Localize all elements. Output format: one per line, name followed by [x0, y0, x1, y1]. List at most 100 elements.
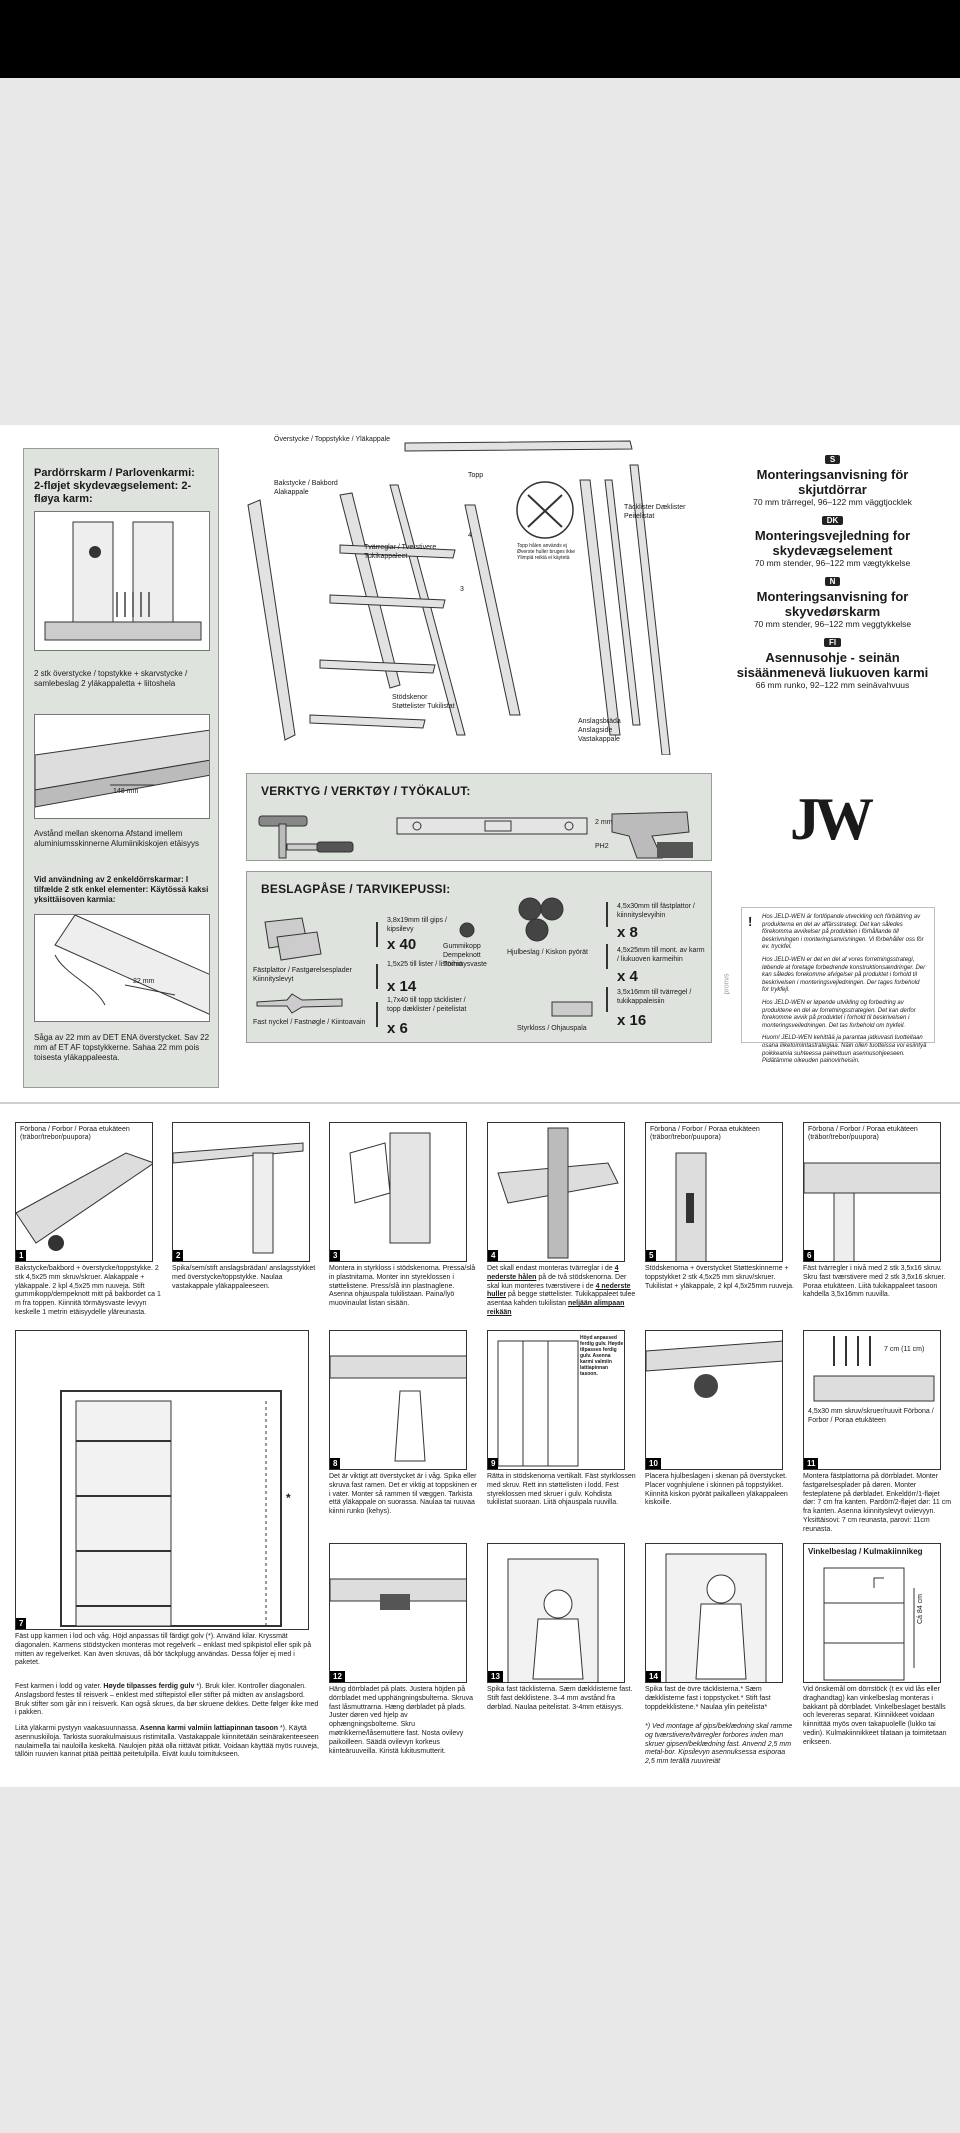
title-dk-heading: Monteringsvejledning for skydevægselemen…	[754, 528, 911, 558]
saw-cut-drawing	[54, 915, 209, 1015]
title-no: N Monteringsanvisning for skyvedørskarm …	[725, 571, 940, 630]
wrench-icon	[256, 993, 343, 1014]
guide-block-icon	[551, 1001, 593, 1017]
step-13-caption: Spika fast täcklisterna. Sæm dækklistern…	[487, 1686, 633, 1711]
step-8-caption: Det är viktigt att överstycket är i våg.…	[329, 1473, 478, 1516]
hw-item-1-desc: 3,8x19mm till gips / kipsilevy	[387, 917, 447, 933]
part-topp: Topp	[468, 472, 484, 479]
rubber-bumper-icon	[459, 922, 475, 938]
jw-logo: JW	[790, 786, 874, 852]
step-7-star: *	[286, 1491, 291, 1505]
dimension-148: 148 mm	[113, 788, 139, 795]
disclaimer-box: ! Hos JELD-WEN är fortlöpande utveckling…	[741, 907, 935, 1064]
step-14-caption: Spika fast de övre täcklisterna.* Sæm dæ…	[645, 1686, 771, 1711]
part-tvarreglar: Tvärreglar / Tverstivere Tukikappaleet	[364, 544, 437, 560]
step-8-figure: 8	[329, 1330, 467, 1470]
hw-item-1-qty: x 40	[387, 936, 417, 953]
step-7-figure: * 7	[15, 1330, 309, 1630]
step-10-caption: Placera hjulbeslagen i skenan på översty…	[645, 1473, 788, 1507]
step-2-caption: Spika/sem/stift anslagsbrädan/ anslagsst…	[172, 1265, 316, 1290]
instruction-sheet: Pardörrskarm / Parlovenkarmi: 2-fløjet s…	[0, 425, 960, 1787]
note-dk: Hos JELD-WEN er det en del af vores forr…	[762, 956, 926, 994]
hw-guide-block: Styrkloss / Ohjauspala	[517, 1025, 587, 1032]
frame-joint-drawing	[44, 521, 202, 641]
lang-tag-fi: FI	[823, 638, 842, 647]
step-9-number: 9	[488, 1458, 499, 1469]
step-7-caption-no: Fest karmen i lodd og vater. Høyde tilpa…	[15, 1683, 319, 1717]
step-6-caption: Fäst tvärregler i nivå med 2 stk 3,5x16 …	[803, 1265, 946, 1299]
saw-cut-text: Såga av 22 mm av DET ENA överstycket. Sa…	[34, 1033, 210, 1062]
side-code: pronvs	[723, 973, 731, 995]
pair-frame-panel: Pardörrskarm / Parlovenkarmi: 2-fløjet s…	[23, 448, 219, 1088]
step-2-number: 2	[173, 1250, 184, 1261]
step-13-number: 13	[488, 1671, 503, 1682]
hw-item-4-qty: x 8	[617, 924, 638, 941]
title-dk: DK Monteringsvejledning for skydevægsele…	[725, 510, 940, 569]
step-9-caption: Rätta in stödskenorna vertikalt. Fäst st…	[487, 1473, 636, 1507]
section-divider	[0, 1102, 960, 1104]
tools-drawing	[258, 811, 693, 859]
step-5-number: 5	[646, 1250, 657, 1261]
step-3-number: 3	[330, 1250, 341, 1261]
step-6-head: Förbona / Forbor / Poraa etukäteen (träb…	[808, 1126, 918, 1142]
part-anslag: Anslagsbräda Anslagside Vastakappale	[578, 718, 621, 743]
hw-wrench: Fast nyckel / Fastnøgle / Kiintoavain	[253, 1019, 366, 1026]
step-13-figure: 13	[487, 1543, 625, 1683]
level-icon	[396, 817, 588, 835]
step-8-number: 8	[330, 1458, 341, 1469]
wheel-icon	[518, 897, 542, 921]
note-sv: Hos JELD-WEN är fortlöpande utveckling o…	[762, 914, 924, 951]
hammer-icon	[258, 815, 308, 859]
tools-box: VERKTYG / VERKTØY / TYÖKALUT: 2 mm P	[246, 773, 712, 861]
step-12-caption: Häng dörrbladet på plats. Justera höjden…	[329, 1686, 473, 1755]
part-number-3: 3	[460, 586, 464, 593]
step-14-figure: 14	[645, 1543, 783, 1683]
hw-item-4-desc: 4,5x30mm till fästplattor / kiinnityslev…	[617, 903, 695, 919]
step-7-caption-fi: Liitä yläkarmi pystyyn vaakasuunnassa. A…	[15, 1725, 319, 1759]
hardware-heading: BESLAGPÅSE / TARVIKEPUSSI:	[261, 882, 451, 896]
usage-heading: Vid användning av 2 enkeldörrskarmar: I …	[34, 875, 209, 904]
hw-item-2-qty: x 14	[387, 978, 417, 995]
part-bakstycke: Bakstycke / Bakbord Alakappale	[274, 480, 338, 496]
step-6-number: 6	[804, 1250, 815, 1261]
title-sv: S Monteringsanvisning för skjutdörrar 70…	[725, 449, 940, 508]
step-1-figure: Förbona / Forbor / Poraa etukäteen (träb…	[15, 1122, 153, 1262]
step-7-caption-sv: Fäst upp karmen i lod och våg. Höjd anpa…	[15, 1633, 312, 1667]
step-11-caption: Montera fästplattorna på dörrbladet. Mon…	[803, 1473, 952, 1533]
pair-frame-heading: Pardörrskarm / Parlovenkarmi: 2-fløjet s…	[34, 467, 195, 505]
step-1-head: Förbona / Forbor / Poraa etukäteen (träb…	[20, 1126, 130, 1142]
step-4-caption: Det skall endast monteras tvärreglar i d…	[487, 1265, 636, 1316]
drill-bit-size: 2 mm	[595, 819, 613, 826]
step-12-number: 12	[330, 1671, 345, 1682]
warning-icon: !	[748, 914, 753, 929]
part-hole-note: Topp hålen används ej Øverste huller bru…	[517, 543, 576, 561]
step-5-caption: Stödskenorna + överstycket Støtteskinner…	[645, 1265, 794, 1290]
step-3-caption: Montera in styrkloss i stödskenorna. Pre…	[329, 1265, 476, 1308]
hw-item-3-qty: x 6	[387, 1020, 408, 1037]
step-11-figure: 7 cm (11 cm) 4,5x30 mm skruv/skruer/ruuv…	[803, 1330, 941, 1470]
hw-item-6-desc: 3,5x16mm till tvärregel / tukikappaleisi…	[617, 989, 692, 1005]
step-10-number: 10	[646, 1458, 661, 1469]
step-10-figure: 10	[645, 1330, 783, 1470]
frame-joint-figure	[34, 511, 210, 651]
frame-joint-text: 2 stk överstycke / topstykke + skarvstyc…	[34, 669, 188, 688]
hw-item-5-desc: 4,5x25mm till mont. av karm / liukuoven …	[617, 947, 705, 963]
title-fi: FI Asennusohje - seinän sisäänmenevä liu…	[725, 632, 940, 691]
step-12-figure: 12	[329, 1543, 467, 1683]
step-11-head: 4,5x30 mm skruv/skruer/ruuvit Förbona / …	[808, 1408, 934, 1424]
note-fi: Huom! JELD-WEN kehittää ja parantaa jatk…	[762, 1035, 927, 1065]
title-fi-sub: 66 mm runko, 92–122 mm seinävahvuus	[755, 680, 910, 690]
title-dk-sub: 70 mm stender, 96–122 mm vægtykkelse	[754, 558, 911, 568]
tools-heading: VERKTYG / VERKTØY / TYÖKALUT:	[261, 784, 471, 798]
angle-bracket-figure: Vinkelbeslag / Kulmakiinnikeg Cá 84 cm	[803, 1543, 941, 1683]
title-sv-heading: Monteringsanvisning för skjutdörrar	[756, 467, 909, 497]
rail-distance-text: Avstånd mellan skenorna Afstand imellem …	[34, 829, 199, 848]
step-14-note: *) Ved montage af gips/beklædning skal r…	[645, 1723, 793, 1766]
ph2-bit: PH2	[595, 843, 609, 850]
angle-bracket-caption: Vid önskemål om dörrstöck (t ex vid lås …	[803, 1686, 947, 1746]
step-1-caption: Bakstycke/bakbord + överstycke/toppstykk…	[15, 1265, 161, 1316]
step-1-number: 1	[16, 1250, 27, 1261]
part-stodskenor: Stödskenor Støttelister Tukilistat	[392, 694, 455, 710]
angle-bracket-dimension: Cá 84 cm	[917, 1594, 924, 1624]
hardware-drawing	[256, 897, 608, 1027]
